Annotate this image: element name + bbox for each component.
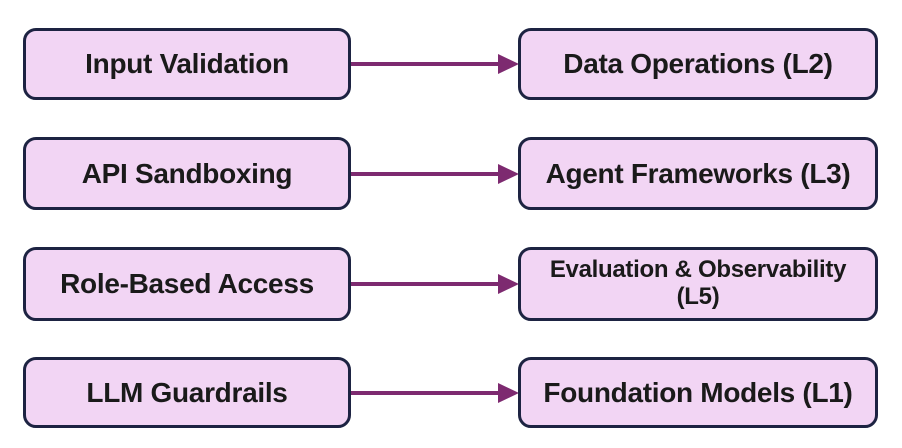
arrow-head-icon	[498, 54, 519, 74]
control-label: LLM Guardrails	[86, 376, 288, 408]
arrow-head-icon	[498, 382, 519, 403]
arrow-head-icon	[498, 163, 519, 184]
control-box-input-validation: Input Validation	[23, 28, 351, 100]
layer-label: Foundation Models (L1)	[543, 376, 853, 408]
flow-arrow-icon	[351, 273, 519, 295]
arrow-line	[351, 62, 503, 66]
control-label: Role-Based Access	[60, 268, 314, 300]
arrow-line	[351, 282, 503, 286]
layer-box-evaluation-observability: Evaluation & Observability (L5)	[518, 247, 878, 321]
mapping-row-4: LLM Guardrails Foundation Models (L1)	[0, 357, 902, 428]
layer-box-foundation-models: Foundation Models (L1)	[518, 357, 878, 428]
layer-label: Agent Frameworks (L3)	[545, 157, 851, 189]
layer-box-data-operations: Data Operations (L2)	[518, 28, 878, 100]
flow-arrow-icon	[351, 53, 519, 75]
arrow-head-icon	[498, 274, 519, 294]
control-label: Input Validation	[85, 48, 289, 80]
arrow-line	[351, 171, 503, 176]
control-box-llm-guardrails: LLM Guardrails	[23, 357, 351, 428]
arrow-line	[351, 390, 503, 395]
control-box-api-sandboxing: API Sandboxing	[23, 137, 351, 210]
control-label: API Sandboxing	[81, 157, 293, 189]
layer-box-agent-frameworks: Agent Frameworks (L3)	[518, 137, 878, 210]
mapping-row-1: Input Validation Data Operations (L2)	[0, 28, 902, 100]
layer-label: Evaluation & Observability (L5)	[549, 256, 847, 310]
control-box-role-based-access: Role-Based Access	[23, 247, 351, 321]
flow-arrow-icon	[351, 163, 519, 185]
mapping-row-3: Role-Based Access Evaluation & Observabi…	[0, 247, 902, 321]
flow-arrow-icon	[351, 382, 519, 404]
mapping-row-2: API Sandboxing Agent Frameworks (L3)	[0, 137, 902, 210]
layer-label: Data Operations (L2)	[563, 48, 833, 80]
